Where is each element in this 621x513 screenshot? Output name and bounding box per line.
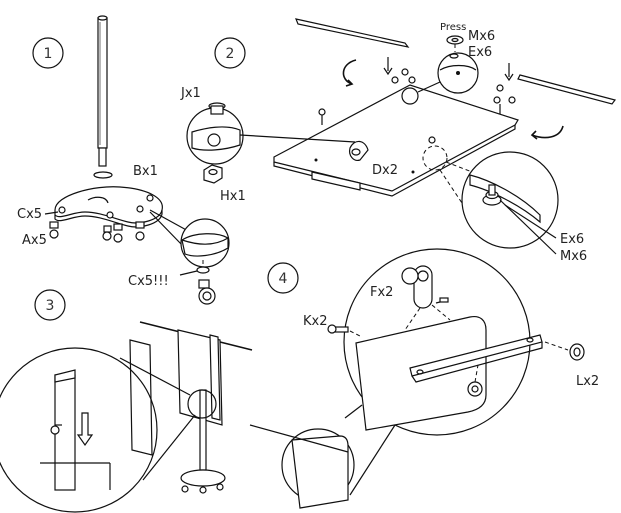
washer-part (93, 171, 113, 179)
screw-detail-magnifier (461, 151, 559, 249)
step-4-badge: 4 (267, 262, 299, 294)
rotate-arrow-icon (342, 59, 357, 85)
step-1-badge: 1 (32, 37, 64, 69)
board-edge-magnifier (249, 424, 355, 509)
step-1-number: 1 (44, 46, 53, 62)
pole-insert-magnifier (0, 347, 158, 513)
label-mx6-detail: Mx6 (560, 249, 587, 264)
label-dx2: Dx2 (372, 163, 398, 178)
label-press: Press (440, 22, 466, 33)
label-ex6-top: Ex6 (468, 45, 492, 60)
knob-detail-magnifier (186, 102, 244, 165)
step-4-drawing: Fx2 Kx2 Lx2 (249, 248, 599, 509)
cap-part (569, 343, 585, 361)
rotate-arrow-icon-2 (531, 125, 564, 139)
step-2-drawing: Press Mx6 Ex6 Jx1 Dx2 Hx1 (180, 18, 617, 264)
pole-part (97, 15, 108, 167)
step-2-number: 2 (226, 46, 235, 62)
label-ex6-detail: Ex6 (560, 232, 584, 247)
label-bx1: Bx1 (133, 164, 158, 179)
step-3-badge: 3 (34, 289, 66, 321)
screw-part (327, 324, 349, 334)
assembled-stand-part (139, 321, 253, 494)
label-cx5: Cx5 (17, 207, 42, 222)
down-arrow-icon-3 (76, 412, 94, 447)
nut-part (203, 164, 223, 184)
step-3-drawing (0, 321, 253, 513)
label-hx1: Hx1 (220, 189, 246, 204)
bracket-part (349, 140, 369, 161)
press-detail-magnifier (437, 52, 479, 94)
rail-top-left (295, 18, 410, 48)
rail-top-right (517, 74, 617, 105)
step-2-badge: 2 (214, 37, 246, 69)
caster-detail-magnifier (180, 218, 230, 268)
label-fx2: Fx2 (370, 285, 393, 300)
base-part (54, 186, 163, 228)
label-jx1: Jx1 (180, 86, 201, 101)
label-ax5: Ax5 (22, 233, 47, 248)
step-3-number: 3 (46, 298, 55, 314)
label-kx2: Kx2 (303, 314, 328, 329)
label-lx2: Lx2 (576, 374, 599, 389)
step-4-number: 4 (279, 271, 288, 287)
tray-detail-magnifier (343, 248, 543, 436)
board-part (273, 84, 519, 197)
label-mx6-top: Mx6 (468, 29, 495, 44)
casters-part (49, 221, 145, 243)
step-1-drawing: Bx1 Cx5 Ax5 (17, 15, 230, 305)
label-cx5-warning: Cx5!!! (128, 274, 169, 289)
